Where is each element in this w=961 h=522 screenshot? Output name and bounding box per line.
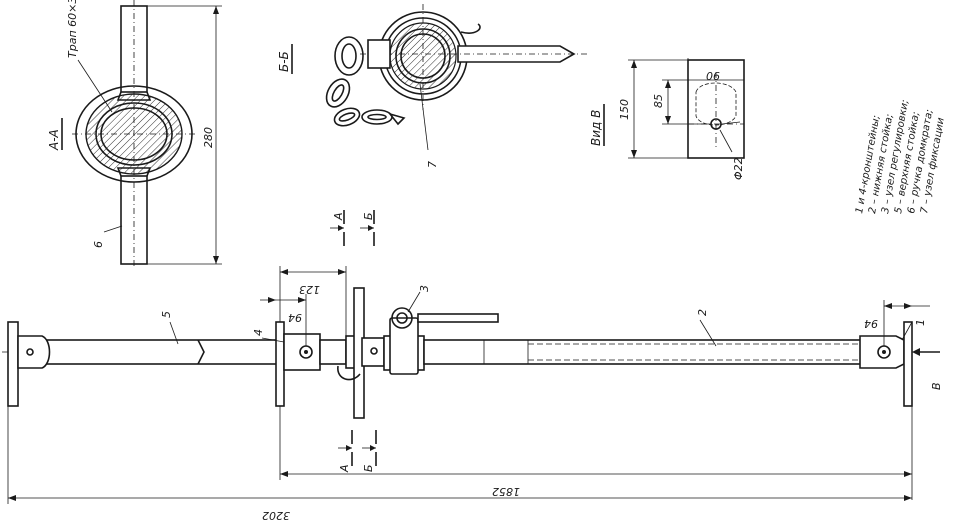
view-b-dim-width: 90	[706, 69, 720, 82]
bracket-4-plate	[275, 321, 285, 407]
aa-dim-height: 280	[202, 127, 215, 148]
callout-5: 5	[160, 311, 173, 318]
pin-hole	[710, 118, 722, 130]
view-b-dim-offset: 85	[652, 94, 665, 108]
bracket-4	[283, 333, 321, 371]
dim-inner-length: 1852	[492, 485, 520, 498]
dim-left-pin: 94	[288, 311, 302, 324]
bb-section-label: Б-Б	[277, 51, 291, 72]
section-mark-a-top: A	[332, 212, 345, 221]
view-arrow-label: В	[930, 382, 943, 390]
callout-4: 4	[252, 329, 265, 336]
thread-label: Трап 60×3	[66, 0, 79, 58]
pin-rod	[417, 313, 499, 323]
callout-3: 3	[418, 285, 431, 292]
legend: 1 и 4-кронштейны;2 – нижняя стойка;3 – у…	[854, 99, 947, 215]
callout-1: 1	[914, 319, 927, 326]
dim-bracket: 123	[299, 283, 320, 296]
view-b-hole-diameter: Φ22	[732, 157, 745, 180]
view-b: Вид В 90 150 85 Φ22	[589, 58, 745, 180]
dim-overall-length: 3202	[262, 509, 290, 522]
main-view: В A Б A Б 5 4 3 2 1	[2, 210, 943, 522]
view-b-dim-height: 150	[618, 99, 631, 120]
section-mark-a-bottom: A	[338, 464, 351, 473]
left-end-plate	[7, 321, 19, 407]
chain-link-2	[325, 78, 351, 108]
right-end-plate	[903, 321, 913, 407]
view-b-label: Вид В	[589, 110, 603, 146]
chain-link-3	[333, 107, 361, 127]
section-mark-b-top: Б	[362, 212, 375, 220]
callout-2: 2	[696, 309, 709, 316]
adjustment-unit	[389, 317, 419, 375]
section-mark-b-bottom: Б	[362, 464, 375, 472]
chain-link-1	[334, 36, 364, 76]
dim-right-pin: 94	[864, 317, 878, 330]
callout-6: 6	[92, 241, 105, 248]
upper-post	[25, 339, 279, 365]
section-aa: Трап 60×3 280 A-A 6	[47, 0, 222, 268]
callout-7: 7	[426, 161, 439, 168]
aa-section-label: A-A	[47, 129, 61, 151]
section-bb: Б-Б 7	[277, 4, 590, 168]
chain-link-4	[361, 109, 393, 125]
